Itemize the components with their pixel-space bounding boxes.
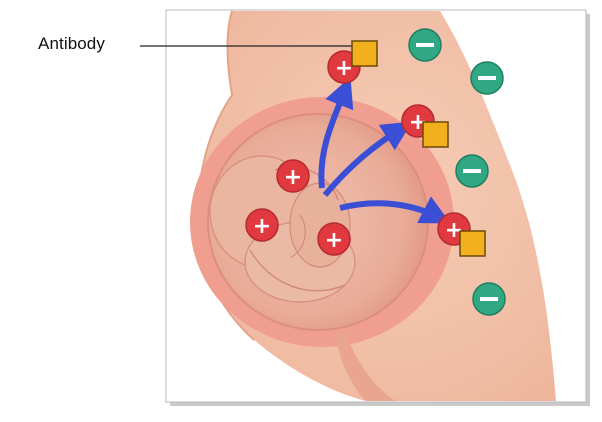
antibody-square-icon xyxy=(460,231,485,256)
rh-positive-blood-cell-icon: + xyxy=(318,223,350,255)
svg-text:+: + xyxy=(335,56,353,81)
svg-text:+: + xyxy=(253,214,271,239)
antibody-square-icon xyxy=(423,122,448,147)
rh-negative-blood-cell-icon xyxy=(471,62,503,94)
rh-negative-blood-cell-icon xyxy=(456,155,488,187)
rh-negative-blood-cell-icon xyxy=(409,29,441,61)
svg-text:+: + xyxy=(284,165,302,190)
rh-positive-blood-cell-icon: + xyxy=(246,209,278,241)
antibody-square-icon xyxy=(352,41,377,66)
rh-negative-blood-cell-icon xyxy=(473,283,505,315)
rh-positive-blood-cell-icon: + xyxy=(277,160,309,192)
antibody-label: Antibody xyxy=(38,34,105,54)
svg-text:+: + xyxy=(325,228,343,253)
